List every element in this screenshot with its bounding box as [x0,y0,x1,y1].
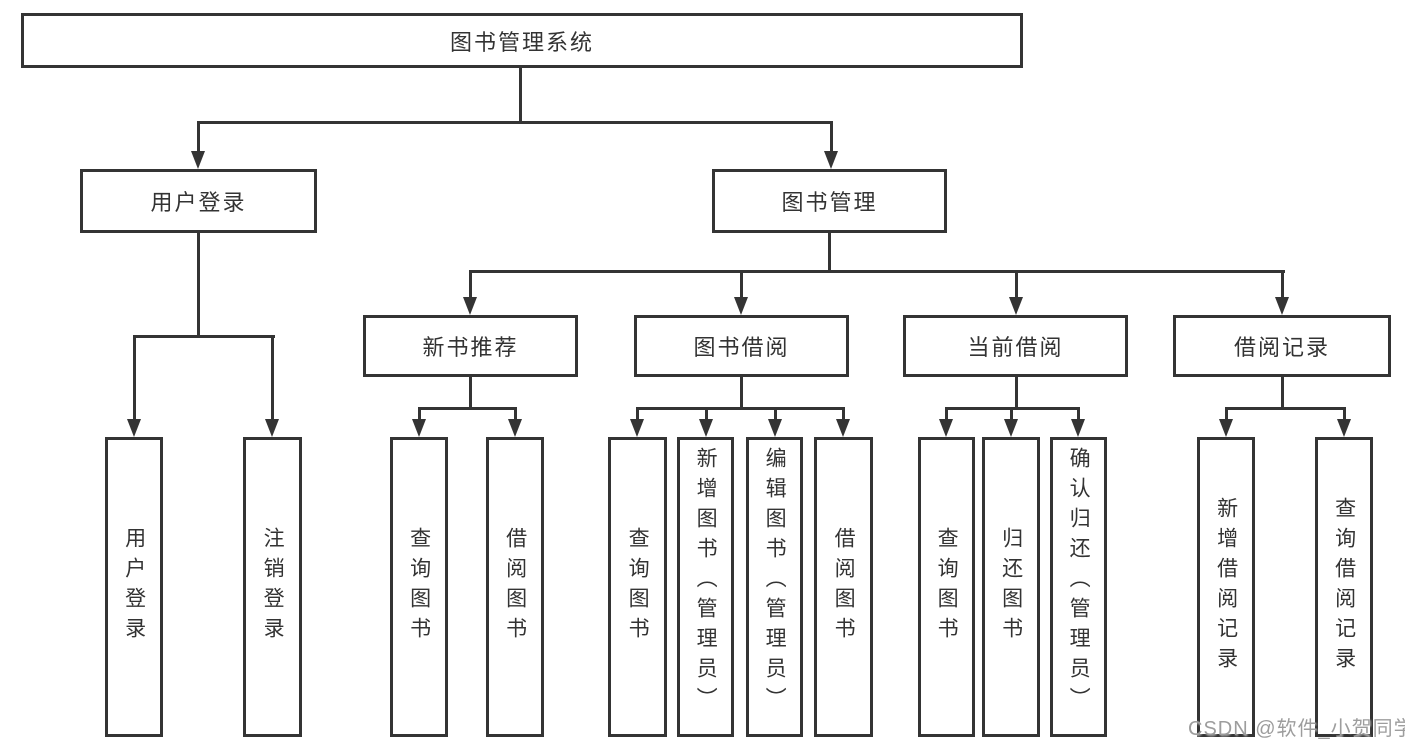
node-current-borrow: 当前借阅 [903,315,1128,377]
connector-recommend-drop-2 [513,407,517,420]
leaf-logout: 注销登录 [243,437,302,737]
connector-userlogin-drop-1 [132,335,136,419]
connector-userlogin-rail [132,335,275,338]
leaf-query-books-recommend-label: 查询图书 [407,527,431,647]
leaf-logout-label: 注销登录 [261,527,285,647]
arrow-down-icon [939,419,953,437]
leaf-confirm-return-admin-label: 确认归还（管理员） [1067,447,1091,717]
arrow-down-icon [463,297,477,315]
leaf-borrow-books-borrow: 借阅图书 [814,437,873,737]
node-root-label: 图书管理系统 [449,29,594,55]
connector-borrow-stem [739,377,743,407]
leaf-add-borrow-record-label: 新增借阅记录 [1214,497,1238,677]
connector-records-rail [1224,407,1346,410]
node-new-book-recommend: 新书推荐 [363,315,578,377]
leaf-query-books-borrow: 查询图书 [608,437,667,737]
node-user-login-label: 用户登录 [150,190,247,215]
connector-root-drop-left [196,121,200,152]
arrow-down-icon [191,151,205,169]
connector-current-drop-2 [1009,407,1013,420]
connector-bookmgmt-drop-3 [1014,270,1018,297]
arrow-down-icon [1071,419,1085,437]
node-book-management: 图书管理 [712,169,947,233]
connector-bookmgmt-drop-2 [739,270,743,297]
connector-current-stem [1014,377,1018,407]
connector-current-drop-1 [944,407,948,420]
leaf-query-borrow-record: 查询借阅记录 [1315,437,1373,737]
connector-borrow-drop-4 [841,407,845,420]
arrow-down-icon [824,151,838,169]
arrow-down-icon [265,419,279,437]
connector-borrow-drop-1 [635,407,639,420]
node-borrow-records: 借阅记录 [1173,315,1391,377]
connector-bookmgmt-stem [828,233,831,270]
leaf-edit-book-admin-label: 编辑图书（管理员） [763,447,787,717]
connector-records-stem [1280,377,1284,407]
leaf-query-books-current-label: 查询图书 [935,527,959,647]
leaf-borrow-books-recommend: 借阅图书 [486,437,544,737]
leaf-user-login-label: 用户登录 [122,527,146,647]
connector-root-stem [518,68,522,121]
arrow-down-icon [508,419,522,437]
arrow-down-icon [1337,419,1351,437]
leaf-query-books-current: 查询图书 [918,437,975,737]
arrow-down-icon [699,419,713,437]
node-new-book-recommend-label: 新书推荐 [422,335,519,360]
leaf-query-borrow-record-label: 查询借阅记录 [1332,497,1356,677]
arrow-down-icon [412,419,426,437]
connector-bookmgmt-drop-4 [1280,270,1284,297]
leaf-add-book-admin: 新增图书（管理员） [677,437,734,737]
leaf-add-book-admin-label: 新增图书（管理员） [694,447,718,717]
watermark: CSDN @软件_小贺同学 [1188,718,1405,740]
arrow-down-icon [1275,297,1289,315]
connector-records-drop-1 [1224,407,1228,420]
arrow-down-icon [127,419,141,437]
node-book-borrow-label: 图书借阅 [693,335,790,360]
node-user-login: 用户登录 [80,169,317,233]
leaf-confirm-return-admin: 确认归还（管理员） [1050,437,1107,737]
arrow-down-icon [836,419,850,437]
connector-borrow-drop-2 [704,407,708,420]
arrow-down-icon [630,419,644,437]
arrow-down-icon [768,419,782,437]
connector-bookmgmt-rail [468,270,1285,273]
node-borrow-records-label: 借阅记录 [1233,335,1330,360]
connector-root-rail [196,121,833,124]
connector-userlogin-stem [196,233,200,335]
leaf-user-login: 用户登录 [105,437,163,737]
connector-borrow-drop-3 [773,407,777,420]
leaf-return-book-label: 归还图书 [999,527,1023,647]
node-book-management-label: 图书管理 [781,190,878,215]
leaf-return-book: 归还图书 [982,437,1040,737]
connector-bookmgmt-drop-1 [468,270,472,297]
leaf-borrow-books-recommend-label: 借阅图书 [503,527,527,647]
connector-userlogin-drop-2 [270,335,274,419]
connector-records-drop-2 [1342,407,1346,420]
connector-borrow-rail [635,407,845,410]
leaf-edit-book-admin: 编辑图书（管理员） [746,437,803,737]
connector-recommend-rail [417,407,517,410]
connector-recommend-drop-1 [417,407,421,420]
leaf-borrow-books-borrow-label: 借阅图书 [832,527,856,647]
connector-root-drop-right [829,121,833,152]
arrow-down-icon [1009,297,1023,315]
leaf-query-books-recommend: 查询图书 [390,437,448,737]
connector-recommend-stem [468,377,472,407]
node-root: 图书管理系统 [21,13,1023,68]
node-current-borrow-label: 当前借阅 [967,335,1064,360]
leaf-add-borrow-record: 新增借阅记录 [1197,437,1255,737]
arrow-down-icon [1219,419,1233,437]
connector-current-drop-3 [1076,407,1080,420]
arrow-down-icon [1004,419,1018,437]
node-book-borrow: 图书借阅 [634,315,849,377]
leaf-query-books-borrow-label: 查询图书 [626,527,650,647]
arrow-down-icon [734,297,748,315]
